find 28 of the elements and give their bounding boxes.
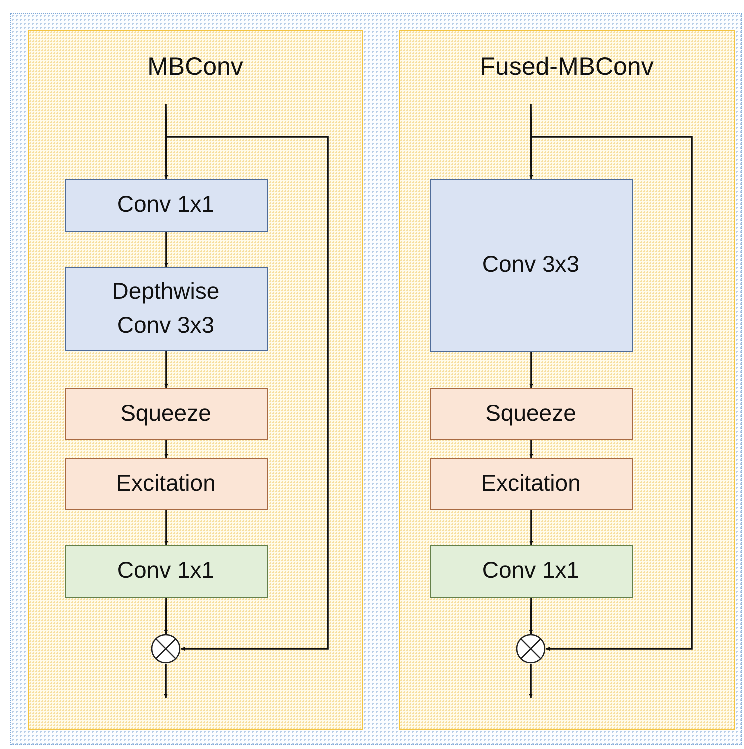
- layer-box: Conv 1x1: [64, 178, 268, 232]
- arrow: [164, 598, 168, 634]
- layer-box: Conv 1x1: [430, 544, 632, 598]
- arrow: [164, 510, 169, 545]
- layer-box: Excitation: [64, 458, 268, 510]
- arrow: [529, 440, 534, 458]
- arrow: [164, 232, 169, 267]
- block-title: MBConv: [148, 53, 244, 81]
- layer-box: Conv 3x3: [430, 178, 632, 352]
- block-title: Fused-MBConv: [480, 53, 654, 81]
- arrow: [529, 104, 534, 179]
- arrow: [529, 598, 534, 634]
- arrow: [164, 104, 169, 179]
- arrow: [531, 136, 693, 652]
- arrow: [529, 510, 534, 545]
- block-panel: [28, 30, 363, 730]
- layer-box: Depthwise Conv 3x3: [64, 266, 268, 350]
- layer-box: Excitation: [430, 458, 632, 510]
- arrow: [164, 351, 169, 388]
- block-panel: [399, 30, 735, 730]
- arrow: [528, 664, 534, 698]
- arrow: [166, 136, 329, 652]
- layer-box: Squeeze: [430, 388, 632, 440]
- arrow: [164, 664, 168, 698]
- arrow: [529, 352, 534, 388]
- layer-box: Squeeze: [64, 388, 268, 440]
- layer-box: Conv 1x1: [64, 544, 268, 598]
- arrow: [164, 440, 169, 458]
